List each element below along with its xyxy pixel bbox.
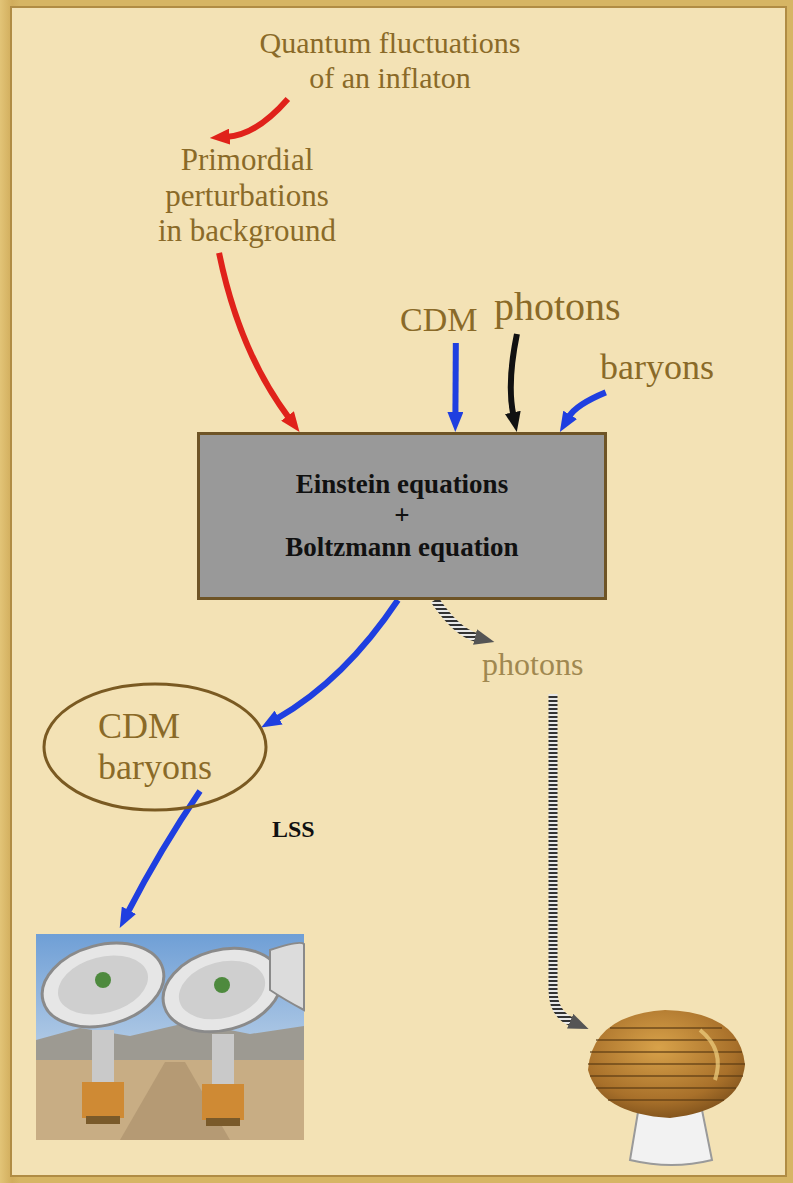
flow-arrow — [219, 253, 289, 418]
input-label: baryons — [596, 343, 718, 392]
ellipse-shape — [44, 684, 266, 810]
telescope-picture — [33, 930, 304, 1140]
flow-arrow — [511, 334, 517, 414]
node-text: LSS — [272, 816, 315, 844]
node-text: Quantum fluctuations of an inflaton — [260, 26, 521, 95]
flow-arrow — [569, 392, 606, 416]
node-text: CDM baryons — [98, 706, 212, 789]
node-text: Einstein equations + Boltzmann equation — [285, 469, 518, 562]
node-text: photons — [494, 284, 621, 330]
flow-arrow — [435, 600, 477, 638]
flow-arrow — [228, 99, 288, 137]
output-ellipse: CDM baryonsLSS — [42, 682, 268, 812]
output-label: photons — [478, 642, 587, 687]
input-label: photons — [490, 280, 625, 334]
node-text: photons — [482, 646, 583, 683]
flow-arrow — [277, 600, 398, 719]
process-box: Einstein equations + Boltzmann equation — [197, 432, 607, 600]
input-label: CDM — [396, 296, 481, 343]
stage-label: Primordial perturbations in background — [154, 138, 340, 253]
source-label: Quantum fluctuations of an inflaton — [256, 22, 525, 99]
node-text: baryons — [600, 347, 714, 388]
node-text: CDM — [400, 300, 477, 339]
node-text: Primordial perturbations in background — [158, 142, 336, 249]
flow-arrow — [452, 343, 458, 414]
hatched-arrow — [553, 694, 572, 1022]
cmb-picture — [588, 1010, 745, 1165]
